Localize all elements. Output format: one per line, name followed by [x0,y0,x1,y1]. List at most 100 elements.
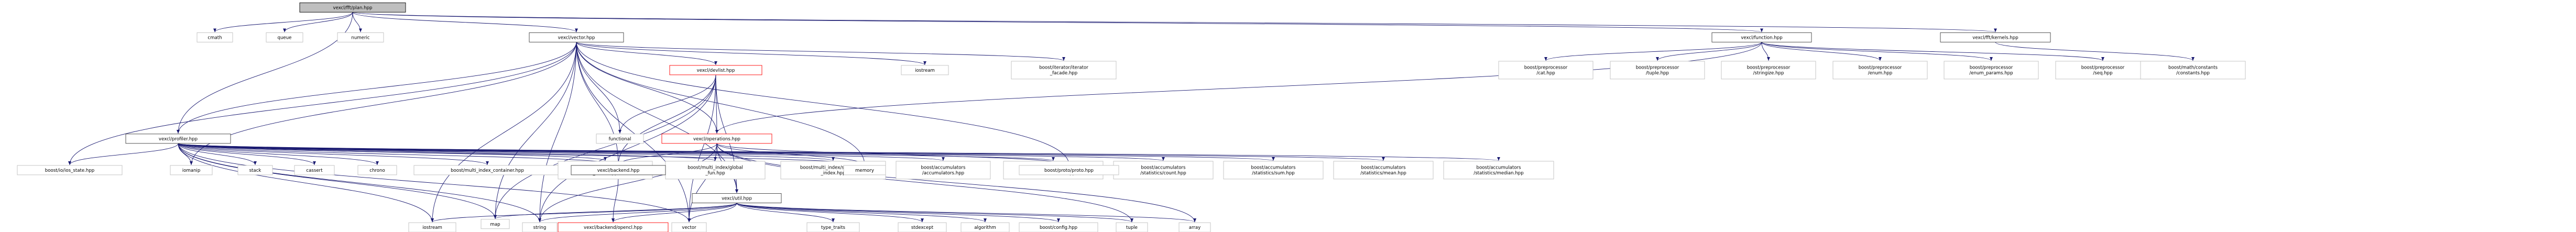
edge-util-to-iostream [431,203,737,223]
node-mi_global: boost/multi_index/global_fun.hpp [665,161,766,180]
edge-profiler-to-string [178,143,541,223]
node-label: boost/proto/proto.hpp [1044,168,1094,173]
node-acc_mean: boost/accumulators/statistics/mean.hpp [1333,161,1434,180]
node-operations[interactable]: vexcl/operations.hpp [661,134,772,144]
edge-vector-to-devlist [576,42,717,65]
edge-function-to-operations [715,42,1762,134]
edge-profiler-to-map [178,143,497,219]
edge-function-to-pp_stringize [1761,42,1770,61]
edge-profiler-to-stack [178,143,257,165]
node-label: /accumulators.hpp [922,171,964,176]
node-label: numeric [351,35,369,40]
node-box [237,165,273,175]
node-box [1832,61,1928,80]
edge-operations-to-array [716,143,1196,223]
node-pp_enum: boost/preprocessor/enum.hpp [1832,61,1928,80]
edge-vector-to-backend [576,42,620,165]
edge-vector-to-profiler [177,42,577,134]
edge-vector-to-map [494,42,577,219]
node-numeric: numeric [337,32,384,42]
node-acc_sum: boost/accumulators/statistics/sum.hpp [1223,161,1324,180]
node-box [294,165,335,175]
node-label: boost/accumulators [1251,165,1296,171]
edge-profiler-to-mi_container [178,143,489,165]
node-array: array [1178,222,1211,232]
edge-vector-to-print_hpp [576,42,1071,165]
edge-function-to-pp_enum [1761,42,1882,61]
edge-fftplan-to-vector [352,12,578,32]
node-pp_enum_params: boost/preprocessor/enum_params.hpp [1944,61,2039,80]
node-box [1019,165,1119,175]
node-function[interactable]: vexcl/function.hpp [1711,32,1812,42]
edge-profiler-to-io_state [68,143,179,165]
node-label: boost/preprocessor [1747,65,1791,71]
node-box [960,222,1010,232]
node-backend[interactable]: vexcl/backend.hpp [571,165,666,175]
node-kernels[interactable]: vexcl/fft/kernels.hpp [1940,32,2051,42]
edge-profiler-to-backend [178,143,620,165]
edge-util-to-type_traits [736,203,835,223]
edge-devlist-to-functional [618,74,716,134]
node-label: type_traits [821,225,845,230]
node-label: cassert [306,168,323,173]
node-label: tuple [1126,225,1138,230]
node-pp_tuple: boost/preprocessor/tuple.hpp [1610,61,1705,80]
edge-vector-to-operations [576,42,718,134]
node-label: /seq.hpp [2093,71,2112,76]
node-label: /tuple.hpp [1646,71,1669,76]
node-opencl[interactable]: vexcl/backend/opencl.hpp [558,222,669,232]
node-print_hpp: boost/proto/proto.hpp [1019,165,1119,175]
node-queue: queue [266,32,303,42]
edge-layer [68,12,2195,223]
node-label: string [533,225,547,230]
edge-util-to-map [494,203,737,219]
node-label: boost/math/constants [2168,65,2218,71]
node-box [671,222,707,232]
node-label: boost/multi_index/sequenced [800,165,866,171]
node-box [17,165,123,175]
edge-profiler-to-iostream [178,143,434,223]
node-label: vexcl/operations.hpp [693,137,740,142]
node-box [661,134,772,144]
node-iostream: iostream [408,222,456,232]
node-label: algorithm [974,225,996,230]
node-label: boost/preprocessor [1859,65,1902,71]
node-devlist[interactable]: vexcl/devlist.hpp [669,65,762,75]
edge-vector-to-iter_facade [576,41,1065,61]
node-box [843,165,886,175]
node-tuple: tuple [1116,222,1148,232]
node-box [1610,61,1705,80]
node-box [1178,222,1211,232]
node-label: boost/accumulators [1361,165,1406,171]
edge-fftplan-to-function [352,12,1763,32]
edge-devlist-to-backend [617,74,716,165]
node-boost_config: boost/config.hpp [1019,222,1098,232]
node-label: iomanip [182,168,201,173]
node-label: /statistics/median.hpp [1473,171,1523,176]
node-label: boost/multi_index/global [687,165,743,171]
edge-vector-to-memory [576,42,866,165]
node-util[interactable]: vexcl/util.hpp [692,193,782,203]
node-iter_facade: boost/iterator/iterator_facade.hpp [1011,61,1117,80]
node-iomanip: iomanip [170,165,213,175]
node-label: queue [278,35,292,40]
edge-profiler-to-acc_median [178,143,1500,161]
edge-vector-to-iostream [431,42,577,223]
node-box [170,165,213,175]
node-box [125,134,231,144]
edge-util-to-string [538,203,737,223]
node-label: map [490,222,500,227]
node-profiler[interactable]: vexcl/profiler.hpp [125,134,231,144]
node-vector[interactable]: vexcl/vector.hpp [529,32,624,42]
edge-util-to-stdexcept [736,203,924,223]
node-string: string [522,222,558,232]
node-iostream_top: iostream [901,65,949,75]
node-box [481,219,510,229]
node-label: vector [682,225,696,230]
edge-profiler-to-memory [178,143,866,165]
node-box [1498,61,1593,80]
edge-fftplan-to-queue [283,12,353,32]
node-box [596,134,644,144]
